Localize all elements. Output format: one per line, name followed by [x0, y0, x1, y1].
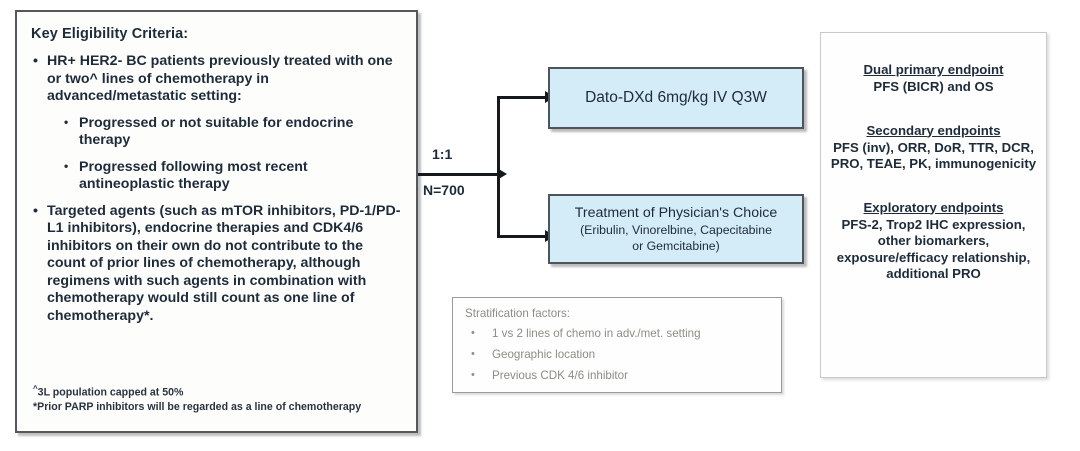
treatment-arm-comparator: Treatment of Physician's Choice (Eribuli… — [548, 194, 804, 264]
footnote-caret-text: 3L population capped at 50% — [37, 387, 184, 399]
stratification-list: • 1 vs 2 lines of chemo in adv./met. set… — [465, 327, 771, 383]
treatment-arm-experimental: Dato-DXd 6mg/kg IV Q3W — [548, 67, 804, 129]
branch-line-bottom — [497, 235, 547, 238]
bullet-icon: • — [64, 158, 69, 173]
stratification-title: Stratification factors: — [465, 307, 571, 320]
endpoint-group-exploratory: Exploratory endpoints PFS-2, Trop2 IHC e… — [821, 199, 1046, 283]
criteria-item-1-sublist: • Progressed or not suitable for endocri… — [47, 115, 402, 194]
endpoints-panel: Dual primary endpoint PFS (BICR) and OS … — [820, 32, 1047, 378]
eligibility-footnotes: ^3L population capped at 50% *Prior PARP… — [33, 382, 361, 414]
endpoint-exploratory-body: PFS-2, Trop2 IHC expression, other bioma… — [836, 216, 1031, 282]
bullet-icon: • — [471, 348, 475, 360]
treatment-arm-comparator-subtitle-2: or Gemcitabine) — [632, 238, 720, 253]
bullet-icon: • — [33, 202, 38, 219]
eligibility-criteria-list: • HR+ HER2- BC patients previously treat… — [31, 53, 402, 325]
treatment-arm-comparator-title: Treatment of Physician's Choice — [574, 204, 778, 221]
endpoint-primary-body: PFS (BICR) and OS — [873, 79, 994, 94]
stratification-item-2-text: Geographic location — [492, 348, 596, 361]
endpoint-exploratory-heading: Exploratory endpoints — [863, 199, 1004, 215]
endpoint-primary-heading: Dual primary endpoint — [863, 62, 1004, 77]
sample-size-label: N=700 — [423, 182, 465, 198]
bullet-icon: • — [471, 327, 475, 339]
footnote-caret: ^3L population capped at 50% — [33, 382, 361, 400]
treatment-arm-comparator-subtitle-1: (Eribulin, Vinorelbine, Capecitabine — [580, 222, 772, 237]
criteria-subitem-1-1: • Progressed or not suitable for endocri… — [61, 115, 402, 150]
eligibility-title: Key Eligibility Criteria: — [31, 26, 189, 42]
criteria-subitem-1-2: • Progressed following most recent antin… — [61, 159, 402, 194]
endpoint-secondary-body: PFS (inv), ORR, DoR, TTR, DCR, PRO, TEAE… — [830, 139, 1037, 172]
stratification-item-1: • 1 vs 2 lines of chemo in adv./met. set… — [465, 327, 771, 341]
randomization-arrow-stem — [418, 173, 498, 176]
footnote-caret-mark: ^ — [33, 384, 38, 394]
stratification-item-2: • Geographic location — [465, 348, 771, 362]
criteria-item-2: • Targeted agents (such as mTOR inhibito… — [31, 203, 402, 326]
randomization-ratio-label: 1:1 — [432, 146, 453, 162]
randomization-splitter-line — [497, 96, 500, 238]
endpoint-secondary-heading: Secondary endpoints — [866, 122, 1001, 138]
stratification-item-3: • Previous CDK 4/6 inhibitor — [465, 369, 771, 383]
bullet-icon: • — [471, 369, 475, 381]
footnote-star: *Prior PARP inhibitors will be regarded … — [33, 401, 362, 413]
treatment-arm-experimental-title: Dato-DXd 6mg/kg IV Q3W — [585, 89, 767, 106]
stratification-item-1-text: 1 vs 2 lines of chemo in adv./met. setti… — [492, 327, 701, 340]
branch-line-top — [497, 96, 547, 99]
bullet-icon: • — [64, 114, 69, 129]
bullet-icon: • — [33, 53, 38, 69]
endpoint-group-secondary: Secondary endpoints PFS (inv), ORR, DoR,… — [821, 122, 1046, 173]
criteria-subitem-1-1-text: Progressed or not suitable for endocrine… — [79, 114, 354, 149]
criteria-item-1: • HR+ HER2- BC patients previously treat… — [31, 53, 402, 194]
endpoint-group-primary: Dual primary endpoint PFS (BICR) and OS — [821, 61, 1046, 96]
stratification-factors-box: Stratification factors: • 1 vs 2 lines o… — [452, 297, 782, 393]
eligibility-criteria-panel: Key Eligibility Criteria: • HR+ HER2- BC… — [15, 10, 418, 433]
stratification-item-3-text: Previous CDK 4/6 inhibitor — [492, 369, 628, 382]
randomization-arrow-head-icon — [497, 168, 507, 180]
criteria-item-1-text: HR+ HER2- BC patients previously treated… — [47, 53, 393, 104]
criteria-subitem-1-2-text: Progressed following most recent antineo… — [79, 158, 308, 193]
criteria-item-2-text: Targeted agents (such as mTOR inhibitors… — [47, 202, 401, 324]
